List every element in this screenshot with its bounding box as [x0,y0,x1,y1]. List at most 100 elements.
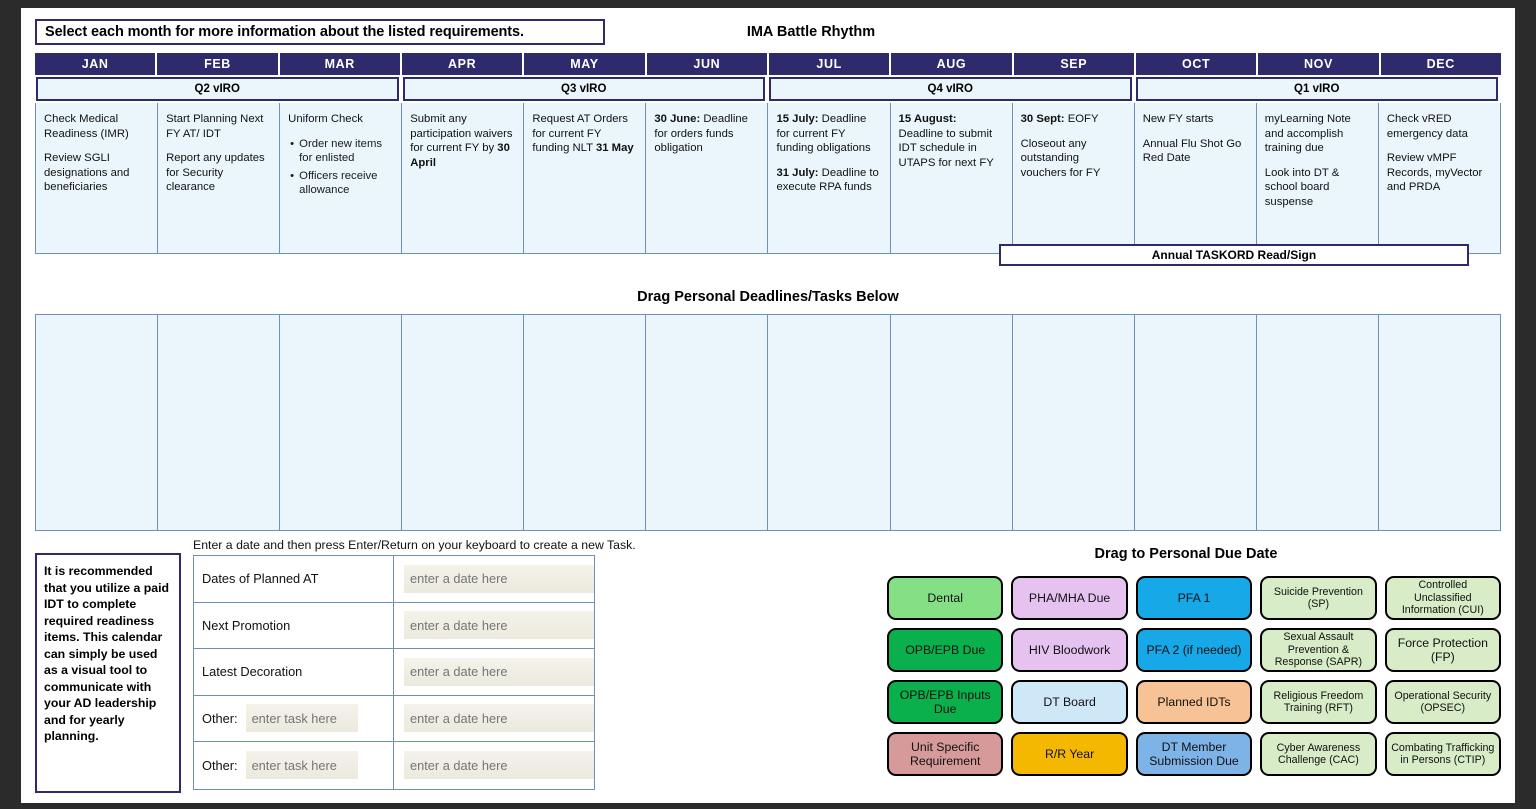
draggable-tile[interactable]: Force Protection (FP) [1384,628,1501,672]
form-label-text: Other: [202,710,238,726]
table-row: Next Promotion [194,602,594,649]
month-header-mar[interactable]: MAR [279,53,402,75]
calendar-cell-text: 15 July: Deadline for current FY funding… [776,113,871,154]
month-header-dec[interactable]: DEC [1380,53,1501,75]
month-header-jun[interactable]: JUN [646,53,769,75]
calendar-cell-text: Check vRED emergency data [1386,113,1468,140]
task-name-input[interactable] [245,751,358,780]
calendar-cell-jun[interactable]: 30 June: Deadline for orders funds oblig… [646,103,769,253]
draggable-tile[interactable]: PHA/MHA Due [1011,576,1128,620]
drop-cell-aug[interactable] [891,315,1013,530]
quarter-band-q4[interactable]: Q4 vIRO [769,77,1132,101]
draggable-tile[interactable]: Cyber Awareness Challenge (CAC) [1260,732,1377,776]
drop-cell-mar[interactable] [280,315,403,530]
task-date-input[interactable] [404,564,594,593]
drop-cell-nov[interactable] [1257,315,1379,530]
draggable-tile[interactable]: Operational Security (OPSEC) [1384,680,1501,724]
calendar-cell-jul[interactable]: 15 July: Deadline for current FY funding… [768,103,891,253]
quarter-band-q3[interactable]: Q3 vIRO [402,77,765,101]
month-header-may[interactable]: MAY [524,53,647,75]
drop-cell-jul[interactable] [768,315,891,530]
page-canvas: Select each month for more information a… [21,8,1515,803]
draggable-tile-grid: Dental PHA/MHA Due PFA 1 Suicide Prevention… [887,576,1501,776]
drop-cell-sep[interactable] [1013,315,1135,530]
table-row: Other: [194,742,594,789]
calendar-cell-may[interactable]: Request AT Orders for current FY funding… [524,103,647,253]
draggable-tile[interactable]: PFA 1 [1135,576,1253,620]
month-header-apr[interactable]: APR [401,53,525,75]
drop-cell-oct[interactable] [1135,315,1257,530]
tile-label: Planned IDTs [1157,695,1231,709]
tile-label: Suicide Prevention (SP) [1273,585,1363,610]
month-header-nov[interactable]: NOV [1258,53,1381,75]
draggable-tile[interactable]: DT Board [1011,680,1128,724]
month-header-sep[interactable]: SEP [1013,53,1136,75]
calendar-cell-mar[interactable]: Uniform CheckOrder new items for enliste… [280,103,403,253]
draggable-tile[interactable]: HIV Bloodwork [1011,628,1128,672]
drop-cell-jun[interactable] [646,315,769,530]
calendar-cell-nov[interactable]: myLearning Note and accomplish training … [1256,103,1379,253]
form-label-text: Dates of Planned AT [202,571,319,587]
draggable-tile[interactable]: OPB/EPB Inputs Due [887,680,1004,724]
calendar-cell-text: Submit any participation waivers for cur… [410,113,513,169]
tile-label: DT Member Submission Due [1149,740,1239,768]
annual-taskord-banner[interactable]: Annual TASKORD Read/Sign [999,244,1469,266]
draggable-tile[interactable]: Dental [887,576,1004,620]
task-date-input[interactable] [404,611,594,640]
quarter-band-q2[interactable]: Q2 vIRO [36,77,399,101]
draggable-tile[interactable]: R/R Year [1011,732,1128,776]
tile-label: OPB/EPB Inputs Due [899,688,991,716]
quarter-band-q1[interactable]: Q1 vIRO [1135,77,1498,101]
calendar-cell-text: 30 June: Deadline for orders funds oblig… [654,113,748,154]
form-hint-text: Enter a date and then press Enter/Return… [193,538,636,552]
month-header-aug[interactable]: AUG [891,53,1014,75]
draggable-tile[interactable]: Planned IDTs [1135,680,1253,724]
calendar-cell-jan[interactable]: Check Medical Readiness (IMR)Review SGLI… [36,103,159,253]
month-header-jan[interactable]: JAN [35,53,158,75]
task-name-input[interactable] [245,704,358,733]
tile-label: PHA/MHA Due [1028,591,1111,605]
personal-task-drop-area[interactable] [35,314,1501,531]
calendar-cell-text: Request AT Orders for current FY funding… [532,113,634,154]
calendar-cell-text: Look into DT & school board suspense [1264,166,1340,208]
calendar-cell-text: New FY starts [1142,113,1214,125]
draggable-tile[interactable]: Combating Trafficking in Persons (CTIP) [1384,732,1501,776]
month-header-jul[interactable]: JUL [768,53,892,75]
drop-cell-may[interactable] [524,315,647,530]
month-header-feb[interactable]: FEB [157,53,280,75]
list-item: Order new items for enlisted [290,137,393,166]
draggable-tile[interactable]: Suicide Prevention (SP) [1260,576,1377,620]
calendar-cell-bullets: Order new items for enlistedOfficers rec… [288,137,393,198]
calendar-cell-text: 15 August: Deadline to submit IDT schedu… [898,113,994,169]
task-date-input[interactable] [404,704,594,733]
calendar-cell-aug[interactable]: 15 August: Deadline to submit IDT schedu… [890,103,1013,253]
draggable-tile[interactable]: PFA 2 (if needed) [1135,628,1253,672]
list-item: Officers receive allowance [290,169,393,198]
draggable-tile[interactable]: Religious Freedom Training (RFT) [1260,680,1377,724]
draggable-tile[interactable]: Sexual Assault Prevention & Response (SA… [1260,628,1377,672]
calendar-body-row: Check Medical Readiness (IMR)Review SGLI… [35,103,1501,254]
tile-label: PFA 2 (if needed) [1146,643,1242,657]
top-banner: Select each month for more information a… [21,14,1515,48]
drop-cell-dec[interactable] [1379,315,1500,530]
drop-cell-feb[interactable] [158,315,281,530]
draggable-tile[interactable]: Unit Specific Requirement [887,732,1004,776]
draggable-tile[interactable]: DT Member Submission Due [1135,732,1253,776]
calendar-cell-text: Annual Flu Shot Go Red Date [1142,137,1242,165]
select-month-note: Select each month for more information a… [35,19,605,45]
drop-cell-apr[interactable] [402,315,525,530]
calendar-cell-text: 31 July: Deadline to execute RPA funds [776,166,879,194]
task-date-input[interactable] [404,751,594,780]
drop-cell-jan[interactable] [36,315,159,530]
draggable-tile[interactable]: Controlled Unclassified Information (CUI… [1384,576,1501,620]
month-header-oct[interactable]: OCT [1135,53,1259,75]
task-date-input[interactable] [404,657,594,686]
form-row-label: Latest Decoration [194,649,394,695]
draggable-tile[interactable]: OPB/EPB Due [887,628,1004,672]
calendar-cell-apr[interactable]: Submit any participation waivers for cur… [402,103,525,253]
